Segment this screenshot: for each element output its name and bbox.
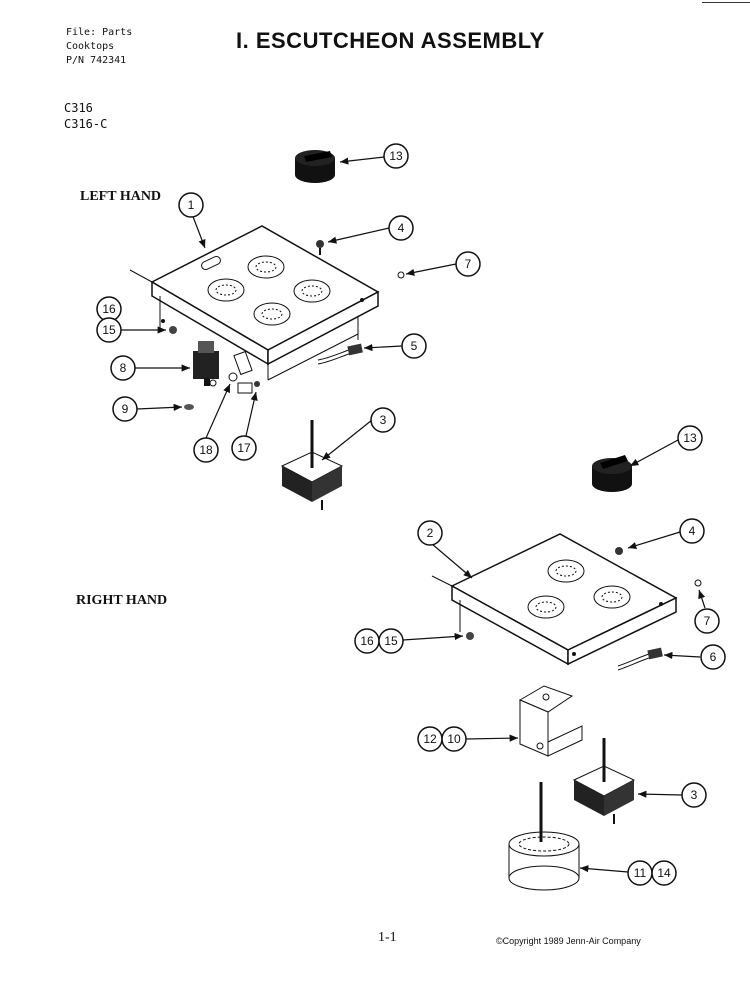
screw-part-7a (397, 271, 405, 279)
callout-12: 12 (423, 732, 437, 746)
screw-part-4a (316, 240, 324, 255)
mounting-bracket-part-10 (518, 685, 583, 757)
page-number: 1-1 (378, 930, 397, 945)
callout-16-right: 16 (360, 634, 374, 648)
screw-part-7b (694, 579, 702, 587)
valve-part-3a (280, 420, 344, 510)
callout-9: 9 (122, 402, 129, 416)
page-title: I. ESCUTCHEON ASSEMBLY (236, 28, 545, 53)
callout-3-right: 3 (691, 788, 698, 802)
callout-13-top: 13 (389, 149, 403, 163)
wire-lead-part-5 (317, 343, 363, 365)
callout-13-right: 13 (683, 431, 697, 445)
callout-17: 17 (237, 441, 251, 455)
left-escutcheon-plate (129, 225, 380, 381)
callout-4-right: 4 (689, 524, 696, 538)
file-info: File: Parts Cooktops P/N 742341 (66, 26, 132, 68)
callout-5: 5 (411, 339, 418, 353)
copyright-notice: ©Copyright 1989 Jenn-Air Company (496, 936, 641, 946)
knob-part-right (592, 455, 632, 492)
valve-part-3b (572, 738, 636, 824)
knob-part (295, 150, 335, 183)
file-line-2: Cooktops (66, 41, 115, 52)
callout-7-left: 7 (465, 257, 472, 271)
nut-part-15b (466, 632, 474, 640)
file-line-3: P/N 742341 (66, 55, 127, 66)
callout-4-left: 4 (398, 221, 405, 235)
bracket-part-18 (228, 350, 253, 382)
switch-part-8 (193, 341, 219, 387)
model-2: C316-C (64, 117, 108, 131)
callout-14: 14 (657, 866, 671, 880)
right-escutcheon-plate (431, 533, 678, 666)
leader-lines (121, 156, 706, 873)
screw-part-17 (237, 381, 260, 394)
callout-18: 18 (199, 443, 213, 457)
callout-1: 1 (188, 198, 195, 212)
callout-15-right: 15 (384, 634, 398, 648)
callout-16-left: 16 (102, 302, 116, 316)
screw-part-4b (615, 547, 623, 555)
callout-7-right: 7 (704, 614, 711, 628)
nut-part-9 (184, 404, 194, 410)
right-hand-label: RIGHT HAND (76, 593, 168, 608)
timer-motor-part-11 (508, 782, 580, 891)
corner-rule (702, 2, 750, 3)
callout-circles (96, 143, 726, 886)
callout-3-left: 3 (380, 413, 387, 427)
nut-part-15a (169, 326, 177, 334)
model-1: C316 (64, 101, 93, 115)
callout-2: 2 (427, 526, 434, 540)
model-list: C316 C316-C (64, 100, 107, 132)
callout-8: 8 (120, 361, 127, 375)
wire-lead-part-6 (617, 647, 663, 671)
callout-11: 11 (634, 866, 647, 880)
file-line-1: File: Parts (66, 27, 133, 38)
callout-6: 6 (710, 650, 717, 664)
callout-10: 10 (447, 732, 461, 746)
callout-15-left: 15 (102, 323, 116, 337)
left-hand-label: LEFT HAND (80, 189, 162, 204)
